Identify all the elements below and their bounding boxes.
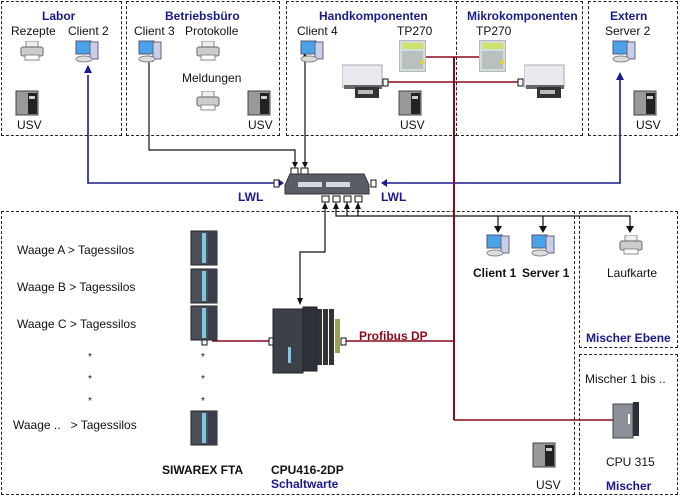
printer-icon: [20, 41, 44, 61]
label-usv-extern: USV: [636, 118, 661, 132]
computer-icon: [612, 40, 636, 63]
weighing-scale-icon: [524, 64, 565, 98]
label-cpu315: CPU 315: [606, 455, 655, 469]
ellipsis-marker: *: [88, 396, 92, 407]
ellipsis-marker: *: [88, 352, 92, 363]
ups-icon: [633, 90, 657, 116]
label-client2: Client 2: [68, 24, 109, 38]
label-server2: Server 2: [605, 24, 651, 38]
zone-labor: [1, 1, 122, 136]
computer-icon: [531, 234, 555, 257]
label-client3: Client 3: [134, 24, 175, 38]
zone-title-mischer-ebene: Mischer Ebene: [586, 331, 671, 345]
label-cpu416: CPU416-2DP: [271, 463, 344, 477]
fiber-arrow-client2: [84, 65, 92, 73]
label-client4: Client 4: [297, 24, 338, 38]
zone-title-labor: Labor: [42, 9, 76, 23]
fiber-line-left: [87, 75, 278, 184]
label-scale-b: Waage B > Tagessilos: [17, 280, 136, 294]
eth-line-client3: [148, 62, 296, 166]
siwarex-module-icon: [190, 268, 218, 304]
ups-icon: [398, 90, 422, 116]
label-meldungen: Meldungen: [182, 71, 242, 85]
zone-betriebsbuero: [126, 1, 280, 136]
fiber-line-right: [387, 80, 621, 184]
ellipsis-marker: *: [88, 374, 92, 385]
fiber-arrow-server2: [616, 72, 624, 80]
printer-icon: [619, 235, 643, 255]
label-mischer-range: Mischer 1 bis ..: [585, 372, 666, 386]
label-server1: Server 1: [522, 266, 570, 280]
siwarex-module-icon: [190, 410, 218, 446]
ellipsis-marker: *: [201, 374, 205, 385]
computer-icon: [75, 40, 99, 63]
zone-title-handkomponenten: Handkomponenten: [319, 9, 428, 23]
computer-icon: [300, 40, 324, 63]
label-scale-n: Waage .. > Tagessilos: [13, 418, 137, 432]
label-lwl-left: LWL: [238, 190, 264, 204]
label-profibus: Profibus DP: [359, 329, 428, 343]
cpu315-plc-icon: [612, 402, 639, 439]
label-usv-labor: USV: [17, 118, 42, 132]
ellipsis-marker: *: [201, 352, 205, 363]
ups-icon: [15, 90, 39, 116]
zone-mischer-ebene: [579, 211, 678, 348]
zone-title-mikrokomponenten: Mikrokomponenten: [467, 9, 578, 23]
label-laufkarte: Laufkarte: [607, 266, 658, 280]
label-usv-hand: USV: [400, 118, 425, 132]
ellipsis-marker: *: [201, 396, 205, 407]
weighing-scale-icon: [342, 64, 383, 98]
fiber-arrow-right: [381, 179, 387, 187]
zone-title-mischer: Mischer: [606, 479, 652, 493]
label-protokolle: Protokolle: [185, 24, 239, 38]
siwarex-module-icon: [190, 230, 218, 266]
zone-title-betriebsbuero: Betriebsbüro: [165, 9, 240, 23]
printer-icon: [196, 41, 220, 61]
zone-title-extern: Extern: [610, 9, 648, 23]
ups-icon: [532, 442, 556, 468]
touch-panel-icon: [479, 40, 506, 72]
label-rezepte: Rezepte: [11, 24, 56, 38]
ups-icon: [247, 90, 271, 116]
label-usv-betriebsbuero: USV: [248, 118, 273, 132]
label-scale-c: Waage C > Tagessilos: [17, 317, 137, 331]
label-lwl-right: LWL: [381, 190, 407, 204]
touch-panel-icon: [399, 40, 426, 72]
computer-icon: [486, 234, 510, 257]
eth-line-cpu: [299, 209, 326, 300]
label-siwarex: SIWAREX FTA: [162, 463, 244, 477]
zone-extern: [588, 1, 678, 136]
label-tp270-hand: TP270: [397, 24, 433, 38]
network-switch-icon: [284, 173, 370, 195]
zone-title-schaltwarte: Schaltwarte: [271, 477, 339, 491]
label-scale-a: Waage A > Tagessilos: [17, 243, 135, 257]
printer-icon: [196, 91, 220, 111]
cpu416-plc-icon: [272, 306, 340, 374]
label-usv-schaltwarte: USV: [536, 478, 561, 492]
eth-bus: [335, 209, 631, 228]
zone-mischer: [579, 354, 678, 495]
zone-schaltwarte: [1, 211, 575, 495]
zone-mikrokomponenten: [456, 1, 583, 136]
computer-icon: [138, 40, 162, 63]
label-client1: Client 1: [473, 266, 517, 280]
siwarex-module-icon: [190, 305, 218, 341]
label-tp270-mikro: TP270: [476, 24, 512, 38]
